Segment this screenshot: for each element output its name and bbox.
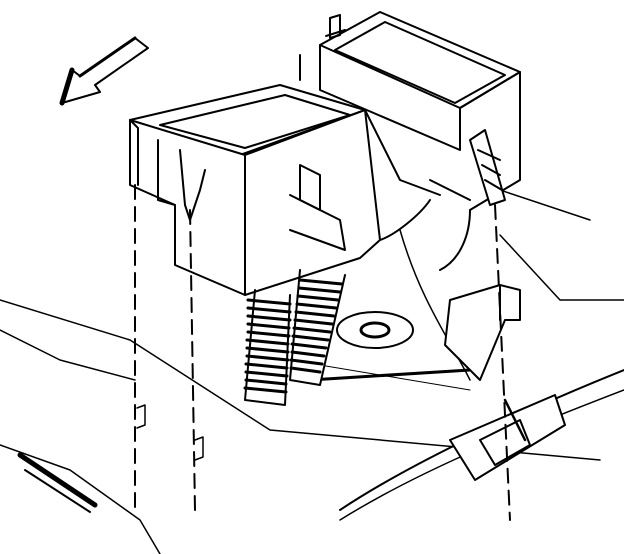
alignment-line-middle [189, 209, 204, 511]
retaining-clip [449, 129, 566, 481]
corrugated-hose-left [243, 289, 292, 406]
round-washer [336, 311, 414, 349]
corrugated-hose-right [289, 269, 346, 386]
alignment-line-right [494, 204, 511, 521]
alignment-line-left [134, 184, 146, 511]
rear-housing-with-cover [299, 11, 521, 271]
direction-arrow [59, 36, 149, 106]
relay-fuse-box-housing [129, 84, 441, 296]
mounting-bracket [444, 284, 521, 381]
